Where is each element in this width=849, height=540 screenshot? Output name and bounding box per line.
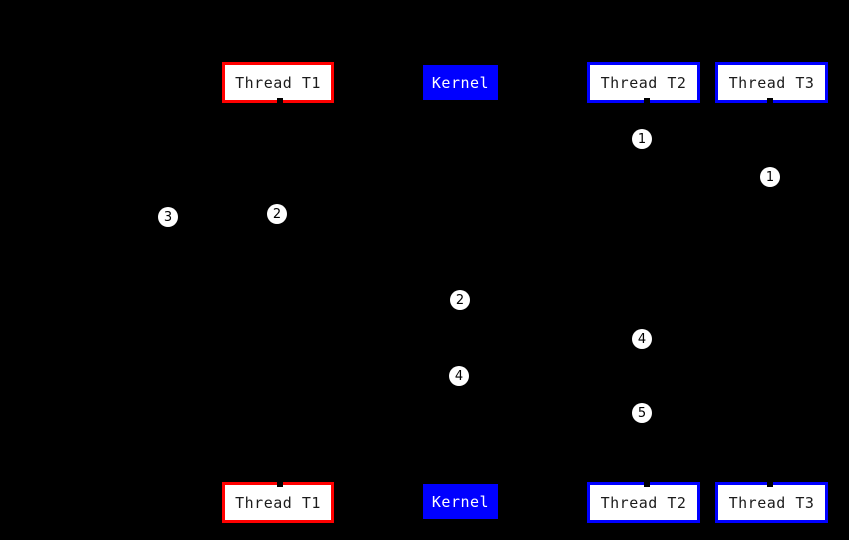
participant-box-kernel-bottom: Kernel [423, 484, 498, 519]
participant-box-thread-t3-bottom: Thread T3 [715, 482, 828, 523]
participant-box-thread-t1-bottom: Thread T1 [222, 482, 334, 523]
sequence-marker: 1 [632, 129, 652, 149]
sequence-marker: 2 [450, 290, 470, 310]
lifeline-tick [277, 482, 283, 487]
sequence-marker: 1 [760, 167, 780, 187]
lifeline-tick [644, 482, 650, 487]
lifeline-tick [277, 98, 283, 103]
sequence-marker: 5 [632, 403, 652, 423]
participant-box-thread-t2-top: Thread T2 [587, 62, 700, 103]
sequence-marker: 3 [158, 207, 178, 227]
lifeline-tick [767, 98, 773, 103]
sequence-marker: 2 [267, 204, 287, 224]
participant-box-thread-t3-top: Thread T3 [715, 62, 828, 103]
sequence-marker: 4 [632, 329, 652, 349]
lifeline-tick [644, 98, 650, 103]
participant-box-thread-t2-bottom: Thread T2 [587, 482, 700, 523]
participant-box-kernel-top: Kernel [423, 65, 498, 100]
sequence-marker: 4 [449, 366, 469, 386]
lifeline-tick [767, 482, 773, 487]
participant-box-thread-t1-top: Thread T1 [222, 62, 334, 103]
